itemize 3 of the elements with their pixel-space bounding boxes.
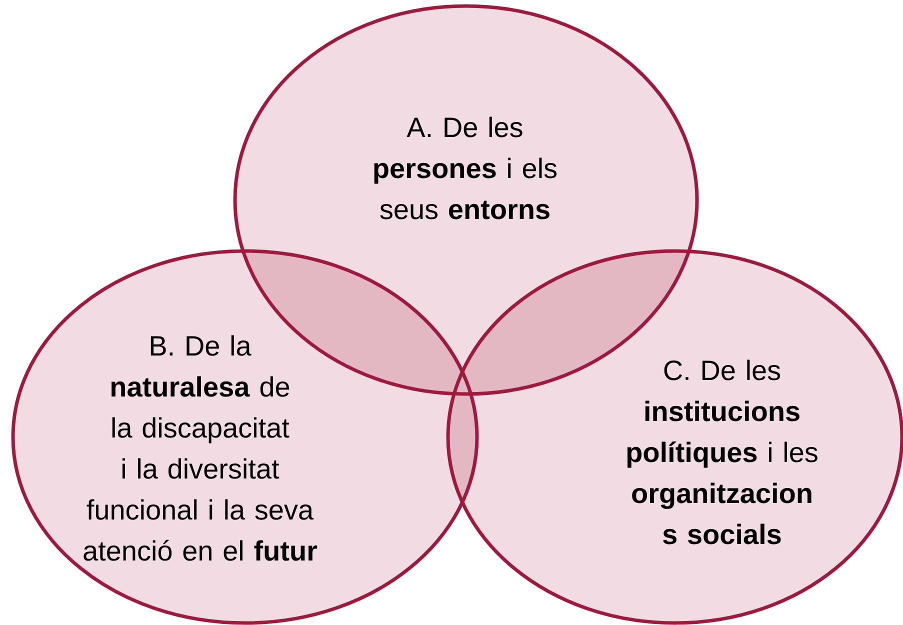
circle-label: B. De la naturalesa de la discapacitat i la diversitat funcional i la seva atenció en el futur	[84, 335, 318, 561]
circle-label: A. De les persones i els seus entorns	[374, 116, 557, 220]
circle-label: C. De les institucions polítiques i les organitzacion s socials	[627, 360, 818, 544]
